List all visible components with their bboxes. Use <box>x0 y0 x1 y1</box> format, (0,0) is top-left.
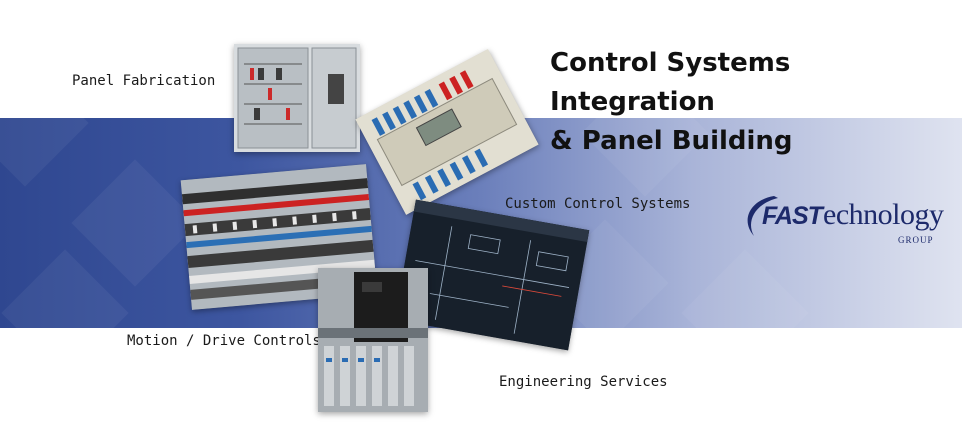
label-custom-control-systems: Custom Control Systems <box>505 196 691 212</box>
motion-drive-photo <box>180 164 378 310</box>
logo-bold-text: FAST <box>762 202 823 230</box>
band-diamond <box>71 159 199 287</box>
logo-rest-text: echnology <box>823 198 944 231</box>
label-engineering-services: Engineering Services <box>499 374 668 390</box>
title-line-1: Control Systems Integration <box>550 48 791 117</box>
engineering-services-photo <box>394 199 590 351</box>
label-motion-drive-controls: Motion / Drive Controls <box>127 333 321 349</box>
band-diamond <box>0 118 89 187</box>
logo-group-text: GROUP <box>898 235 934 245</box>
title-line-2: & Panel Building <box>550 126 793 156</box>
band-diamond <box>681 249 809 328</box>
panel-fabrication-photo <box>234 44 360 152</box>
drive-unit-photo <box>318 268 428 412</box>
fastechnology-logo: FAST echnology GROUP <box>740 192 955 250</box>
page-title: Control Systems Integration & Panel Buil… <box>550 44 962 161</box>
swoosh-icon <box>747 196 778 236</box>
label-panel-fabrication: Panel Fabrication <box>72 73 216 89</box>
custom-control-photo <box>355 49 539 215</box>
